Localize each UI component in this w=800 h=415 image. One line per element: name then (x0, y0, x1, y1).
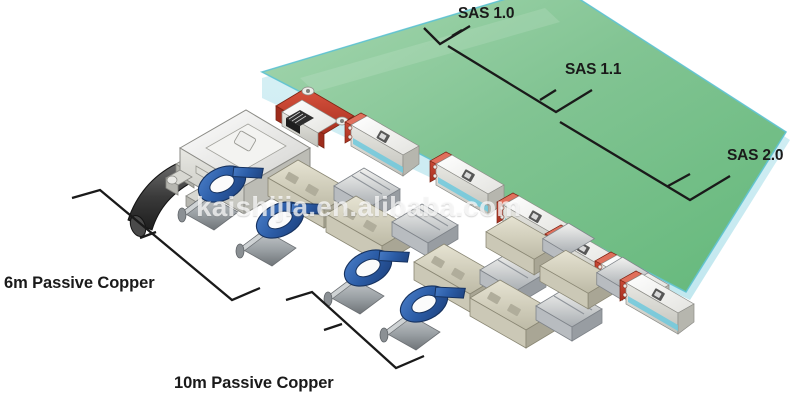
green-plane (259, 0, 790, 300)
label-sas-1-1: SAS 1.1 (565, 61, 622, 78)
label-sas-2-0: SAS 2.0 (727, 147, 784, 164)
label-sas-1-0: SAS 1.0 (458, 5, 515, 22)
label-6m-passive-copper: 6m Passive Copper (4, 274, 155, 292)
label-10m-passive-copper: 10m Passive Copper (174, 374, 334, 392)
bracket-lines (71, 25, 731, 370)
mini-sas-plug-group-right (485, 215, 650, 310)
sff8470-receptacle (275, 86, 355, 149)
